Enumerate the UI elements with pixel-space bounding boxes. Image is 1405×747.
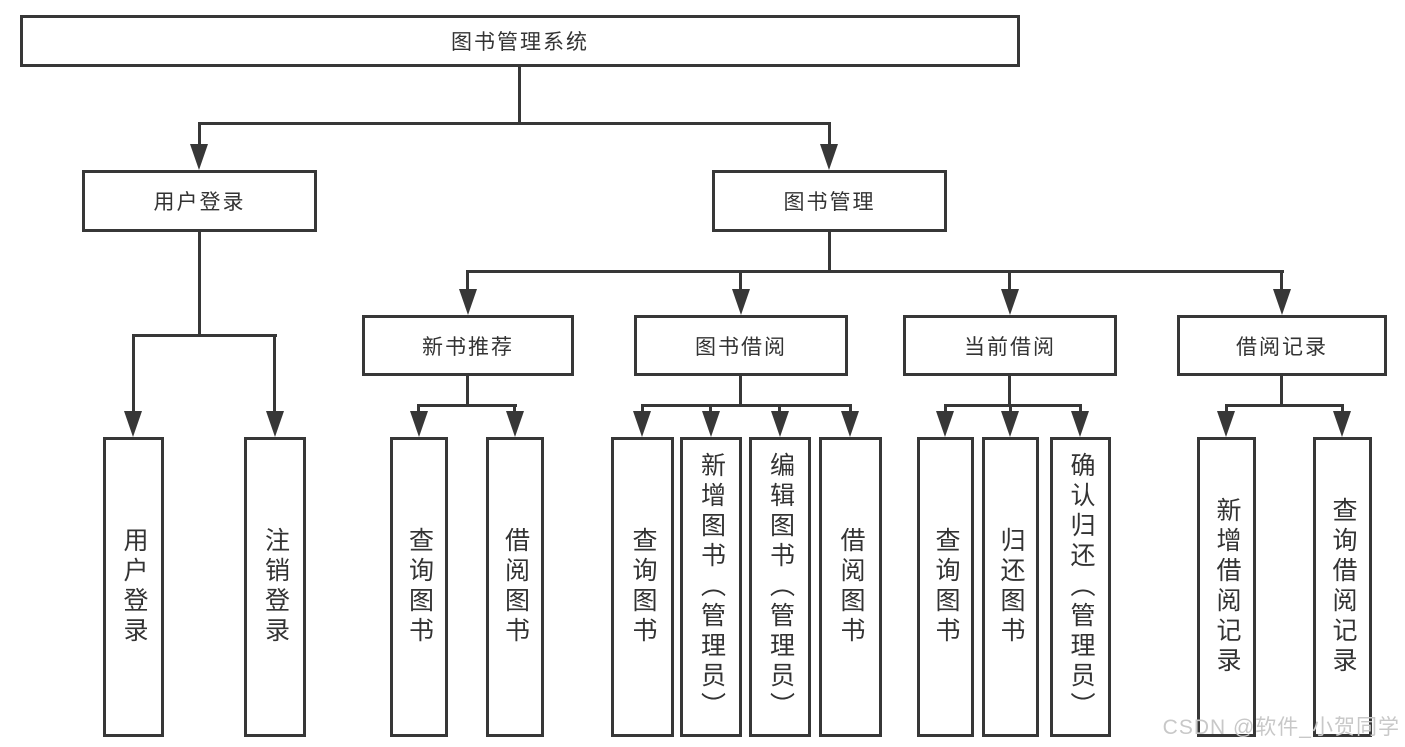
connector-drop-current-borrow	[1008, 270, 1011, 291]
arrowhead-confirm-return	[1071, 411, 1089, 437]
connector-borrow-records-rail	[1225, 404, 1344, 407]
connector-drop-user-login	[198, 122, 201, 147]
connector-drop-book-mgmt	[828, 122, 831, 147]
node-user-login-label: 用户登录	[153, 191, 246, 214]
connector-drop-query-borrow-record	[1341, 404, 1344, 414]
arrowhead-return-books	[1001, 411, 1019, 437]
node-book-mgmt: 图书管理	[712, 170, 947, 232]
node-root: 图书管理系统	[20, 15, 1020, 67]
arrowhead-new-books	[459, 289, 477, 315]
node-borrow-records: 借阅记录	[1177, 315, 1387, 376]
node-borrow-records-label: 借阅记录	[1236, 335, 1328, 359]
connector-drop-query-books-new	[417, 404, 420, 414]
leaf-user-login: 用户登录	[103, 437, 164, 737]
connector-new-books-rail	[418, 404, 517, 407]
arrowhead-query-books-current	[936, 411, 954, 437]
connector-drop-return-books	[1009, 404, 1012, 414]
leaf-logout-label: 注销登录	[261, 527, 290, 647]
arrowhead-current-borrow	[1001, 289, 1019, 315]
arrowhead-add-book	[702, 411, 720, 437]
connector-current-borrow-rail	[944, 404, 1082, 407]
leaf-query-borrow-record: 查询借阅记录	[1313, 437, 1372, 737]
node-book-mgmt-label: 图书管理	[783, 191, 876, 214]
connector-drop-leaf-logout	[273, 334, 276, 414]
connector-drop-confirm-return	[1079, 404, 1082, 414]
arrowhead-query-books-new	[410, 411, 428, 437]
connector-current-borrow-stem	[1008, 376, 1011, 405]
connector-root-rail	[198, 122, 831, 125]
arrowhead-query-borrow-record	[1333, 411, 1351, 437]
connector-drop-book-borrow	[739, 270, 742, 291]
connector-mgmt-stem	[828, 232, 831, 272]
leaf-add-borrow-record: 新增借阅记录	[1197, 437, 1256, 737]
leaf-query-borrow-record-label: 查询借阅记录	[1329, 497, 1357, 677]
leaf-add-borrow-record-label: 新增借阅记录	[1213, 497, 1241, 677]
connector-new-books-stem	[466, 376, 469, 405]
arrowhead-leaf-logout	[266, 411, 284, 437]
leaf-return-books: 归还图书	[982, 437, 1039, 737]
connector-drop-borrow-records	[1280, 270, 1283, 291]
arrowhead-query-books-borrow	[633, 411, 651, 437]
leaf-query-books-new-label: 查询图书	[405, 527, 434, 647]
leaf-borrow-books-label: 借阅图书	[837, 527, 865, 647]
connector-drop-borrow-books-new	[513, 404, 516, 414]
connector-drop-new-books	[466, 270, 469, 291]
node-current-borrow-label: 当前借阅	[964, 335, 1056, 359]
leaf-query-books-borrow-label: 查询图书	[629, 527, 657, 647]
node-new-books: 新书推荐	[362, 315, 574, 376]
arrowhead-add-borrow-record	[1217, 411, 1235, 437]
connector-drop-query-books-current	[944, 404, 947, 414]
connector-drop-query-books-borrow	[641, 404, 644, 414]
node-new-books-label: 新书推荐	[422, 335, 514, 359]
connector-borrow-records-stem	[1280, 376, 1283, 405]
node-book-borrow: 图书借阅	[634, 315, 848, 376]
connector-book-borrow-rail	[641, 404, 852, 407]
leaf-query-books-new: 查询图书	[390, 437, 448, 737]
node-current-borrow: 当前借阅	[903, 315, 1117, 376]
leaf-edit-book-admin-label: 编辑图书（管理员）	[766, 452, 795, 722]
leaf-logout: 注销登录	[244, 437, 306, 737]
leaf-query-books-borrow: 查询图书	[611, 437, 674, 737]
arrowhead-borrow-books-new	[506, 411, 524, 437]
connector-drop-add-borrow-record	[1225, 404, 1228, 414]
arrowhead-book-mgmt	[820, 144, 838, 170]
arrowhead-borrow-books	[841, 411, 859, 437]
leaf-query-books-current-label: 查询图书	[932, 527, 960, 647]
connector-login-rail	[132, 334, 277, 337]
leaf-query-books-current: 查询图书	[917, 437, 974, 737]
arrowhead-leaf-user-login	[124, 411, 142, 437]
leaf-user-login-label: 用户登录	[120, 527, 148, 647]
connector-drop-borrow-books	[849, 404, 852, 414]
leaf-borrow-books-new-label: 借阅图书	[501, 527, 530, 647]
leaf-confirm-return-admin: 确认归还（管理员）	[1050, 437, 1111, 737]
arrowhead-user-login	[190, 144, 208, 170]
leaf-add-book-admin-label: 新增图书（管理员）	[697, 452, 726, 722]
connector-drop-leaf-user-login	[132, 334, 135, 414]
connector-root-stem	[518, 66, 521, 124]
connector-book-borrow-stem	[739, 376, 742, 405]
connector-drop-add-book	[709, 404, 712, 414]
node-book-borrow-label: 图书借阅	[695, 335, 787, 359]
connector-login-stem	[198, 232, 201, 336]
arrowhead-edit-book	[771, 411, 789, 437]
leaf-borrow-books: 借阅图书	[819, 437, 882, 737]
leaf-borrow-books-new: 借阅图书	[486, 437, 544, 737]
connector-mgmt-rail	[466, 270, 1284, 273]
leaf-edit-book-admin: 编辑图书（管理员）	[749, 437, 811, 737]
node-root-label: 图书管理系统	[451, 31, 589, 54]
arrowhead-book-borrow	[732, 289, 750, 315]
node-user-login: 用户登录	[82, 170, 317, 232]
connector-drop-edit-book	[778, 404, 781, 414]
arrowhead-borrow-records	[1273, 289, 1291, 315]
leaf-return-books-label: 归还图书	[997, 527, 1025, 647]
watermark: CSDN @软件_小贺同学	[1162, 716, 1400, 739]
leaf-confirm-return-admin-label: 确认归还（管理员）	[1067, 452, 1095, 722]
leaf-add-book-admin: 新增图书（管理员）	[680, 437, 742, 737]
